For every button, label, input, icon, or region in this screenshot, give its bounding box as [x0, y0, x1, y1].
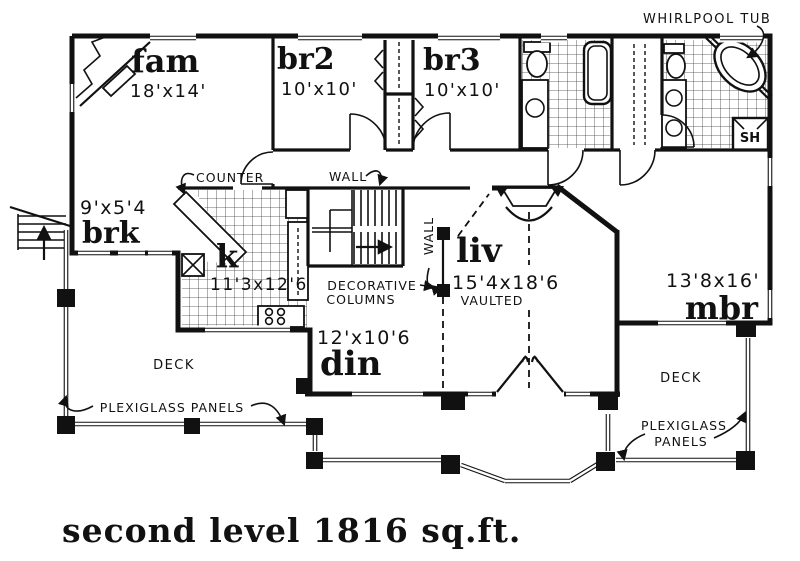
closet-bifold-br3: [414, 97, 425, 139]
interior-walls: [178, 38, 770, 268]
doors: [240, 42, 695, 393]
labels: fam 18'x14' br2 10'x10' br3 10'x10' 9'x5…: [62, 12, 771, 550]
plexiglass-left-label: PLEXIGLASS PANELS: [100, 400, 244, 415]
plexi-left-leader-b: [250, 402, 287, 427]
brk-dims: 9'x5'4: [80, 197, 147, 219]
wall-side-label: WALL: [421, 217, 436, 255]
fam-dims: 18'x14': [130, 81, 207, 102]
closet-bifold-br2: [373, 49, 384, 91]
bath-sink: [525, 98, 545, 118]
br3-dims: 10'x10': [424, 80, 501, 101]
fixtures: [172, 35, 773, 328]
plexiglass-right-label-1: PLEXIGLASS: [641, 418, 727, 433]
wall-top-label: WALL: [329, 169, 367, 184]
fireplace-living: [495, 186, 564, 222]
decorative-label-1: DECORATIVE: [327, 278, 417, 293]
mbath-toilet-tank: [663, 43, 685, 54]
bath-vanity: [521, 79, 549, 149]
br2-dims: 10'x10': [281, 79, 358, 100]
dining-dims: 12'x10'6: [317, 327, 411, 349]
wall-top-leader: [365, 170, 389, 187]
deck-rails: [63, 230, 751, 484]
leader-lines: [58, 25, 765, 462]
master-dims: 13'8x16': [666, 270, 760, 292]
kitchen-counter: [172, 190, 248, 266]
plexi-left-leader-a: [58, 394, 94, 412]
mbath-toilet-bowl: [666, 53, 686, 79]
dining-name: din: [320, 344, 381, 384]
plan-caption: second level 1816 sq.ft.: [62, 511, 521, 550]
master-name: mbr: [685, 289, 759, 327]
plexi-right-leader-b: [713, 410, 747, 439]
mbath-sink-1: [665, 89, 683, 107]
shower-corner-marks: [732, 117, 769, 130]
decorative-label-2: COLUMNS: [326, 292, 395, 307]
counter-leader: [175, 172, 195, 196]
plexiglass-right-label-2: PANELS: [654, 434, 707, 449]
walkin-closet-rods: [633, 44, 646, 145]
br3-door: [412, 112, 451, 151]
br3-name: br3: [423, 43, 481, 78]
kitchen-tile: [182, 190, 307, 329]
refrigerator: [285, 189, 309, 219]
plexi-right-leader-a: [616, 433, 646, 462]
decorative-leader: [419, 280, 436, 292]
hearth-arc: [505, 206, 553, 222]
living-note: VAULTED: [461, 293, 524, 308]
bath-toilet-bowl: [526, 50, 548, 78]
entry-dashed-wall: [457, 193, 490, 237]
kitchen-dims: 11'3x12'6: [210, 275, 308, 295]
deck-posts: [57, 289, 756, 474]
mbath-door: [661, 114, 695, 148]
closet-strip-walls: [383, 40, 415, 150]
living-name: liv: [456, 231, 503, 271]
kitchen-sink-x: [181, 253, 205, 277]
deck-left-label: DECK: [153, 358, 195, 373]
fam-name: fam: [131, 42, 200, 80]
whirlpool-label: WHIRLPOOL TUB: [643, 12, 771, 27]
fireplace-family: [75, 35, 151, 107]
br2-name: br2: [277, 42, 335, 77]
fam-door: [240, 151, 274, 185]
bath-door: [547, 149, 584, 186]
french-doors: [496, 355, 564, 393]
exterior-stairs: [9, 205, 71, 260]
deck-right-label: DECK: [660, 371, 702, 386]
mbr-door: [619, 149, 656, 186]
whirlpool-leader: [746, 25, 765, 59]
counter-label: COUNTER: [196, 170, 264, 185]
brk-name: brk: [82, 216, 141, 251]
mbath-sink-2: [665, 119, 683, 137]
windows: [67, 33, 775, 399]
br2-door: [349, 113, 387, 151]
staircase: [312, 190, 397, 266]
kitchen-name: k: [216, 237, 239, 275]
living-dims: 15'4x18'6: [452, 272, 560, 294]
stair-walls: [306, 188, 405, 268]
shower-label: SH: [740, 131, 760, 146]
